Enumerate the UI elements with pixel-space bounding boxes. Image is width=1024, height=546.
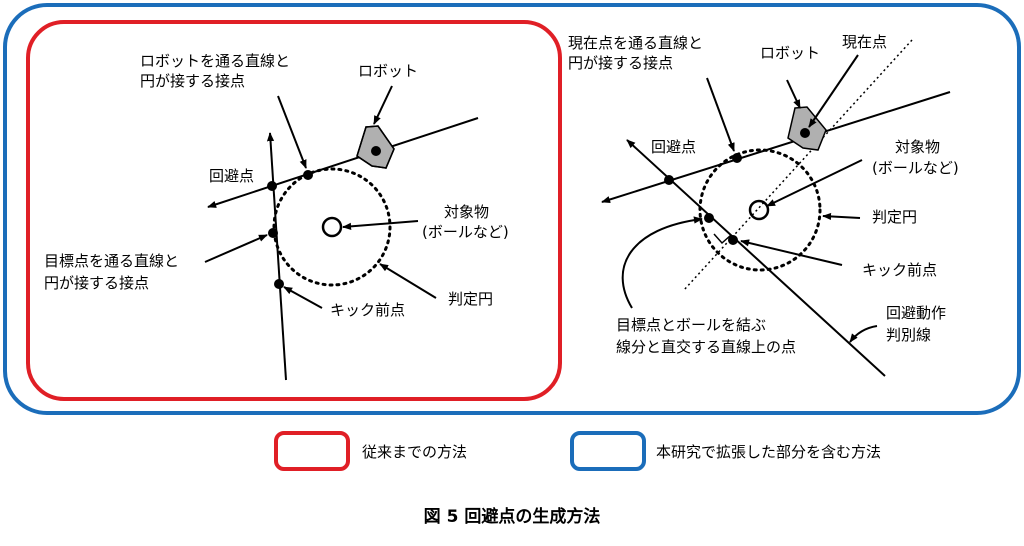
right-robot-line <box>601 91 951 203</box>
right-label-judge-circle: 判定円 <box>872 208 917 226</box>
left-label-avoid-point: 回避点 <box>209 167 254 185</box>
left-goal-line <box>266 132 287 381</box>
left-label-judge-circle: 判定円 <box>448 290 493 308</box>
left-label-robot-tangent-1: ロボットを通る直線と <box>140 52 290 70</box>
left-leader-robot <box>373 85 393 125</box>
right-leader-current <box>808 54 859 128</box>
right-diagram: 現在点を通る直線と 円が接する接点 ロボット 現在点 回避点 対象物 (ボールな… <box>568 33 959 377</box>
left-label-robot-tangent-2: 円が接する接点 <box>140 72 245 90</box>
right-label-kick-point: キック前点 <box>862 261 937 279</box>
legend-swatch-conventional <box>274 431 350 471</box>
right-label-avoid-point: 回避点 <box>651 138 696 156</box>
legend: 従来までの方法 本研究で拡張した部分を含む方法 <box>274 431 881 471</box>
left-goal-tangent-point <box>268 228 278 238</box>
left-label-object-2: (ボールなど) <box>422 223 509 241</box>
right-label-judge-line-1: 回避動作 <box>886 304 946 322</box>
right-label-current-point: 現在点 <box>842 33 887 51</box>
legend-label-proposed: 本研究で拡張した部分を含む方法 <box>656 443 881 461</box>
left-label-object-1: 対象物 <box>444 203 489 221</box>
legend-swatch-proposed <box>570 431 646 471</box>
right-leader-judge-line <box>849 325 878 343</box>
left-label-goal-tangent-2: 円が接する接点 <box>44 274 149 292</box>
left-robot-tangent-point <box>303 170 313 180</box>
right-label-object-2: (ボールなど) <box>872 159 959 177</box>
right-current-tangent-point <box>732 153 742 163</box>
left-robot-line <box>207 117 479 208</box>
right-label-robot: ロボット <box>760 44 820 62</box>
right-perp-point <box>704 213 714 223</box>
left-judge-circle <box>272 167 392 287</box>
left-object-circle <box>321 216 343 238</box>
left-leader-robot-tangent <box>277 95 307 169</box>
conventional-method-frame <box>26 20 562 401</box>
right-label-object-1: 対象物 <box>895 138 940 156</box>
left-leader-judge <box>379 263 437 299</box>
right-avoid-point <box>664 175 674 185</box>
right-current-point <box>800 128 810 138</box>
right-kick-point <box>728 235 738 245</box>
left-robot-point <box>371 146 381 156</box>
right-object-circle <box>748 199 770 221</box>
left-kick-point <box>274 279 284 289</box>
right-leader-perp <box>621 216 703 309</box>
left-leader-kick <box>283 286 323 309</box>
right-label-judge-line-2: 判別線 <box>886 326 931 344</box>
right-right-angle-mark <box>713 233 732 245</box>
right-judge-circle <box>698 148 822 272</box>
right-label-current-tangent-2: 円が接する接点 <box>568 54 673 72</box>
left-label-goal-tangent-1: 目標点を通る直線と <box>44 252 179 270</box>
right-label-perp-2: 線分と直交する直線上の点 <box>616 338 796 356</box>
right-label-current-tangent-1: 現在点を通る直線と <box>568 34 703 52</box>
left-leader-goal-tangent <box>204 234 268 263</box>
legend-label-conventional: 従来までの方法 <box>362 443 467 461</box>
left-diagram: ロボットを通る直線と 円が接する接点 ロボット 回避点 対象物 (ボールなど) … <box>44 52 509 381</box>
left-avoid-point <box>267 181 277 191</box>
right-dotted-line <box>683 39 913 291</box>
right-leader-kick <box>740 239 843 266</box>
left-label-robot: ロボット <box>358 62 418 80</box>
right-leader-object <box>766 159 863 207</box>
figure-caption: 図 5 回避点の生成方法 <box>424 506 601 527</box>
right-leader-current-tangent <box>706 77 735 152</box>
left-label-kick-point: キック前点 <box>330 301 405 319</box>
right-leader-robot <box>786 79 801 109</box>
left-leader-object <box>342 220 419 230</box>
right-leader-judge-circle <box>822 212 861 221</box>
right-label-perp-1: 目標点とボールを結ぶ <box>616 316 766 334</box>
proposed-method-frame <box>3 3 1021 415</box>
